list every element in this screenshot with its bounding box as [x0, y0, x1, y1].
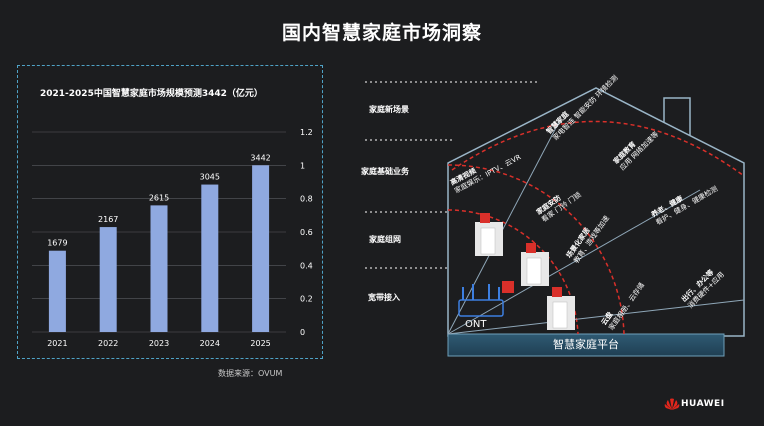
house-label-new-scenes: 家庭新场景 [369, 105, 409, 114]
y-tick-label: 1 [300, 161, 305, 170]
x-tick-label: 2024 [200, 339, 220, 348]
y-tick-label: 1.2 [300, 128, 313, 137]
segment-elderly-health: 养老、健康看护、健身、健康检测 [650, 184, 720, 227]
house-label-broadband: 宽带接入 [368, 293, 400, 302]
x-tick-label: 2025 [250, 339, 270, 348]
segment-cloud-drive: 云盘家庭相册、云存储 [600, 281, 647, 332]
x-tick-label: 2022 [98, 339, 118, 348]
y-tick-label: 0.8 [300, 195, 313, 204]
wifi-device-icon-2 [521, 243, 549, 286]
bar-value-label: 2615 [149, 193, 169, 202]
arc-inner [447, 209, 579, 335]
segment-travel-office: 出行、办公等消费硬件+应用 [680, 268, 726, 311]
y-tick-label: 0.6 [300, 228, 313, 237]
huawei-logo-text: HUAWEI [681, 399, 725, 409]
segment-home-security: 家庭安防看家 门铃 门锁 [535, 190, 583, 224]
ont-label: ONT [465, 319, 487, 330]
y-tick-label: 0.4 [300, 261, 313, 270]
chart-frame: 2021-2025中国智慧家庭市场规模预测3442（亿元） 0 0.2 0.4 0.6… [17, 65, 323, 359]
ont-router-icon [458, 284, 504, 317]
segment-smart-home: 智慧家庭家电智连 智能安防 环境检测 [545, 73, 620, 143]
bar-chart: 0 0.2 0.4 0.6 0.8 1 1.2 1679 2021 2167 2022 2615 202… [32, 128, 313, 348]
radial-line-3 [447, 299, 745, 335]
segment-scenario-home: 场景化家居教育、游戏等加速 [565, 214, 612, 265]
bar-2021 [48, 250, 66, 332]
wifi-device-icon-1 [475, 213, 503, 256]
arc-middle [447, 164, 625, 335]
x-tick-label: 2021 [47, 339, 67, 348]
chart-title: 2021-2025中国智慧家庭市场规模预测3442（亿元） [40, 89, 263, 99]
bar-2022 [99, 227, 117, 332]
page-title: 国内智慧家庭市场洞察 [281, 22, 482, 44]
bar-value-label: 3045 [200, 173, 220, 182]
house-label-basic-services: 家庭基础业务 [361, 167, 409, 176]
y-tick-label: 0 [300, 328, 305, 337]
bar-value-label: 1679 [47, 239, 67, 248]
platform-label: 智慧家庭平台 [553, 338, 619, 351]
wifi-device-icon-3 [547, 287, 575, 330]
house-label-home-network: 家庭组网 [369, 235, 401, 244]
bar-2023 [150, 205, 168, 332]
wifi-device-icon-4 [502, 281, 514, 293]
bar-value-label: 2167 [98, 215, 118, 224]
segment-home-education: 家庭教育应用 网络加速等 [612, 130, 661, 173]
bar-2025 [252, 165, 270, 332]
segment-hd-video: 高清视频家庭娱乐：IPTV、云VR [449, 153, 523, 196]
x-tick-label: 2023 [149, 339, 169, 348]
house-chimney [663, 97, 691, 136]
y-tick-label: 0.2 [300, 295, 313, 304]
huawei-logo-icon [664, 398, 680, 410]
data-source-note: 数据来源：OVUM [218, 369, 283, 378]
bar-2024 [201, 184, 219, 332]
bar-value-label: 3442 [250, 153, 270, 162]
